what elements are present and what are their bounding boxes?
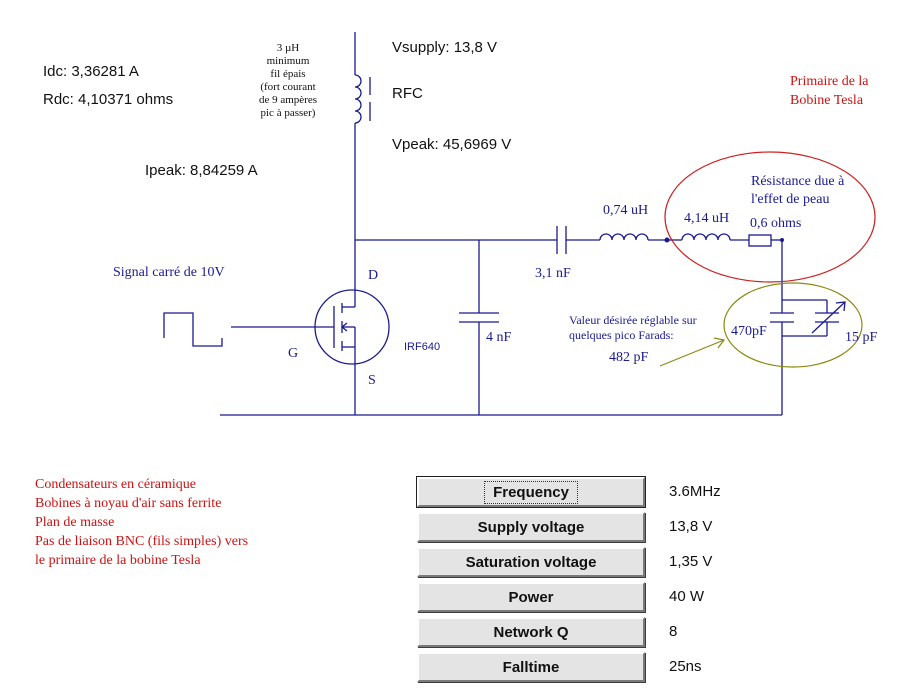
tesla-primary-ellipse bbox=[664, 151, 876, 283]
inductor-note-line: fil épais bbox=[270, 68, 306, 80]
skin-effect-line: Résistance due à bbox=[751, 174, 845, 189]
falltime-button[interactable]: Falltime bbox=[417, 652, 645, 682]
tank-ellipse bbox=[723, 282, 863, 368]
build-note-line: Condensateurs en céramique bbox=[35, 477, 196, 492]
note-arrow bbox=[659, 339, 725, 367]
falltime-button-label: Falltime bbox=[502, 658, 560, 676]
saturation-voltage-button-label: Saturation voltage bbox=[465, 553, 597, 571]
power-button-label: Power bbox=[508, 588, 554, 606]
supply-voltage-button[interactable]: Supply voltage bbox=[417, 512, 645, 542]
mosfet-source-label: S bbox=[368, 373, 376, 388]
build-note-line: Bobines à noyau d'air sans ferrite bbox=[35, 496, 222, 511]
frequency-value: 3.6MHz bbox=[669, 483, 721, 500]
rfc-label: RFC bbox=[392, 85, 423, 102]
supply-voltage-value: 13,8 V bbox=[669, 518, 713, 535]
cap-fixed-label: 470pF bbox=[731, 324, 767, 339]
junction-dot bbox=[664, 237, 670, 243]
saturation-voltage-value: 1,35 V bbox=[669, 553, 713, 570]
rfc-inductor bbox=[354, 74, 362, 124]
skin-effect-line: l'effet de peau bbox=[751, 192, 830, 207]
signal-label: Signal carré de 10V bbox=[113, 265, 225, 280]
junction-dot bbox=[780, 238, 784, 242]
mosfet-part-label: IRF640 bbox=[404, 341, 441, 353]
network-q-button[interactable]: Network Q bbox=[417, 617, 645, 647]
build-note-line: Plan de masse bbox=[35, 515, 115, 530]
inductor-note: 3 µH minimum fil épais (fort courant de … bbox=[248, 42, 328, 120]
tesla-primary-line: Primaire de la bbox=[790, 74, 869, 89]
power-button[interactable]: Power bbox=[417, 582, 645, 612]
mosfet-arrow bbox=[340, 322, 348, 332]
inductor-1-label: 0,74 uH bbox=[603, 203, 649, 218]
network-q-value: 8 bbox=[669, 623, 678, 640]
frequency-button[interactable]: Frequency bbox=[417, 477, 645, 507]
cap-shunt-label: 4 nF bbox=[486, 330, 512, 345]
inductor-note-line: 3 µH bbox=[276, 42, 300, 54]
vsupply-readout: Vsupply: 13,8 V bbox=[392, 39, 498, 56]
mosfet-gate-label: G bbox=[288, 346, 299, 361]
inductor-note-line: minimum bbox=[266, 55, 310, 67]
square-wave-signal bbox=[163, 312, 223, 347]
cap-variable-label: 15 pF bbox=[845, 330, 878, 345]
mosfet-drain-label: D bbox=[368, 268, 379, 283]
cap-series-label: 3,1 nF bbox=[535, 266, 571, 281]
inductor-note-line: pic à passer) bbox=[260, 107, 316, 119]
resistor bbox=[748, 234, 772, 247]
inductor-2-label: 4,14 uH bbox=[684, 211, 730, 226]
inductor-note-line: de 9 ampères bbox=[258, 94, 318, 106]
build-note-line: le primaire de la bobine Tesla bbox=[35, 553, 201, 568]
inductor-1 bbox=[599, 233, 649, 241]
idc-readout: Idc: 3,36281 A bbox=[43, 63, 139, 80]
saturation-voltage-button[interactable]: Saturation voltage bbox=[417, 547, 645, 577]
tesla-primary-line: Bobine Tesla bbox=[790, 93, 864, 108]
inductor-note-line: (fort courant bbox=[260, 81, 316, 93]
inductor-2 bbox=[681, 233, 731, 241]
note-arrowhead bbox=[713, 337, 726, 349]
ipeak-readout: Ipeak: 8,84259 A bbox=[145, 162, 258, 179]
network-q-button-label: Network Q bbox=[493, 623, 569, 641]
desired-value-note-line: Valeur désirée réglable sur bbox=[569, 313, 697, 327]
falltime-value: 25ns bbox=[669, 658, 702, 675]
resistor-label: 0,6 ohms bbox=[750, 216, 802, 231]
cap-var-arrow bbox=[811, 301, 846, 334]
build-note-line: Pas de liaison BNC (fils simples) vers bbox=[35, 534, 249, 549]
supply-voltage-button-label: Supply voltage bbox=[477, 518, 585, 536]
tesla-primary-label: Primaire de la Bobine Tesla bbox=[790, 72, 869, 110]
frequency-button-label: Frequency bbox=[484, 480, 578, 504]
power-value: 40 W bbox=[669, 588, 705, 605]
vpeak-readout: Vpeak: 45,6969 V bbox=[392, 136, 512, 153]
cap-var-arrowhead bbox=[835, 301, 846, 312]
desired-value: 482 pF bbox=[609, 350, 649, 365]
build-notes: Condensateurs en céramique Bobines à noy… bbox=[35, 475, 248, 570]
rdc-readout: Rdc: 4,10371 ohms bbox=[43, 91, 174, 108]
desired-value-note: Valeur désirée réglable sur quelques pic… bbox=[569, 313, 697, 343]
skin-effect-label: Résistance due à l'effet de peau bbox=[751, 173, 844, 209]
desired-value-note-line: quelques pico Farads: bbox=[569, 328, 674, 342]
